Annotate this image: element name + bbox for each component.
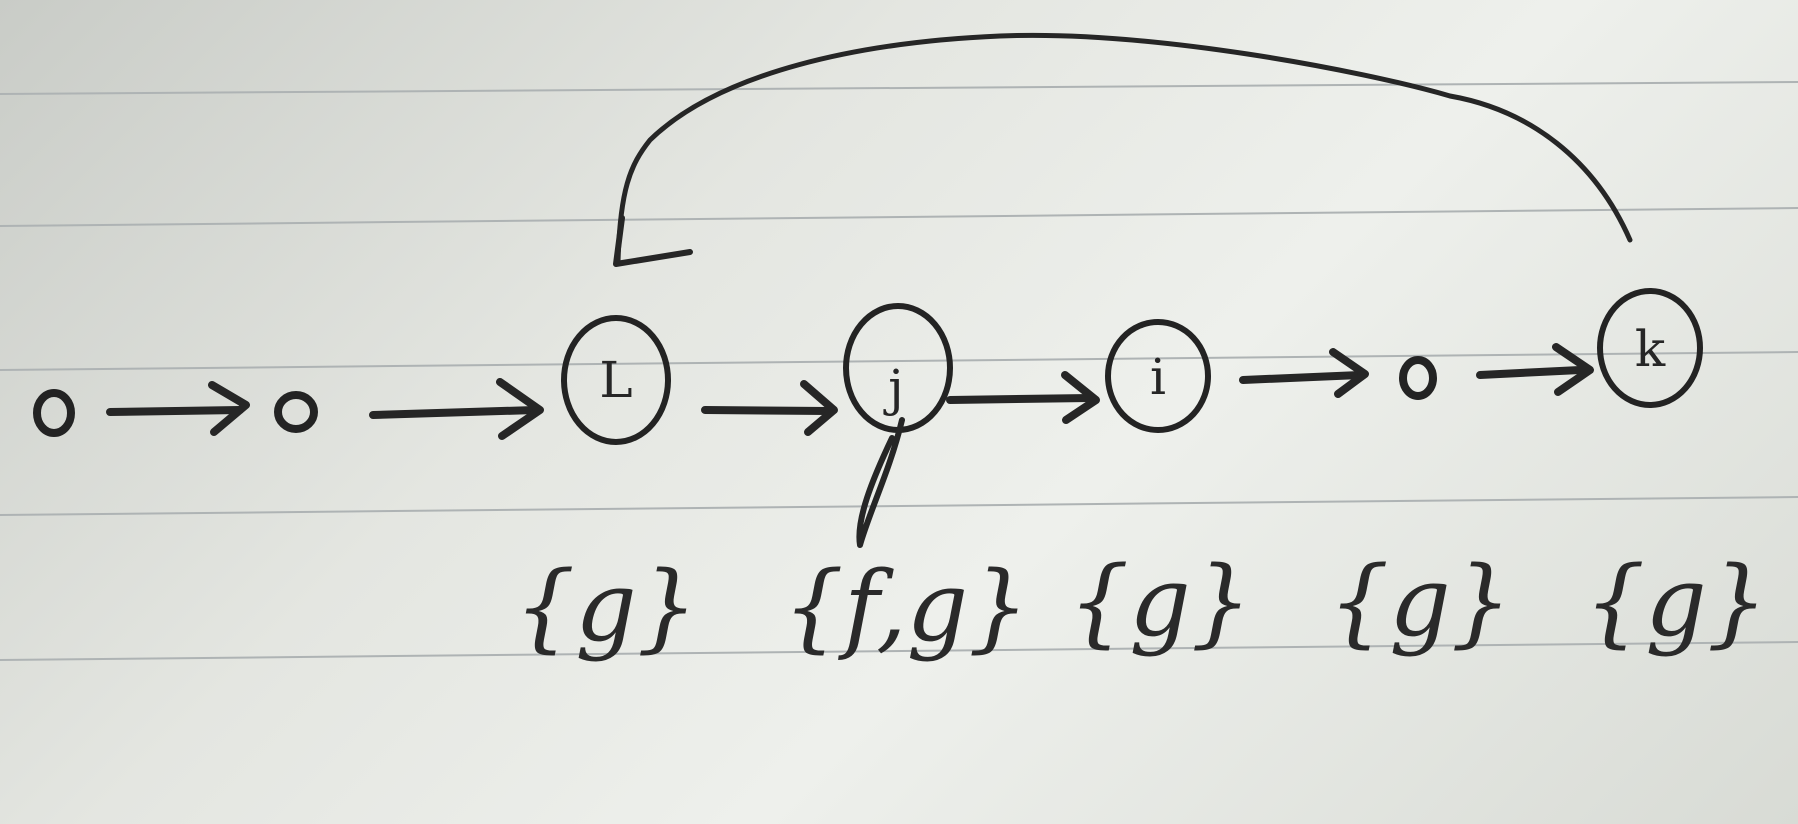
set-under-k: {g} (1584, 546, 1768, 658)
node-l: L (561, 315, 671, 445)
node-between-i-k (1399, 356, 1437, 400)
node-i-label: i (1150, 348, 1166, 406)
back-edge-k-to-l (615, 32, 1633, 265)
node-j-label: j (883, 359, 904, 417)
ruled-lines (0, 81, 1798, 661)
node-l-label: L (599, 351, 632, 409)
set-under-i: {g} (1068, 546, 1252, 658)
back-edge-arrowhead (613, 215, 693, 267)
node-j: j (843, 303, 953, 548)
set-under-l: {g} (514, 551, 698, 663)
node-i: i (1105, 319, 1211, 433)
edge-j-to-i (946, 371, 1100, 424)
node-start (33, 389, 75, 437)
set-under-j: {f,g} (783, 551, 1029, 663)
edge-second-to-l (369, 378, 544, 440)
node-k-label: k (1635, 320, 1666, 378)
edge-between-to-k (1476, 343, 1594, 396)
forward-edges (106, 343, 1594, 440)
edge-i-to-between (1239, 348, 1369, 398)
ink-smudge (856, 417, 905, 548)
node-k: k (1597, 288, 1703, 408)
edge-start-to-second (106, 381, 250, 436)
set-under-between-node: {g} (1328, 546, 1512, 658)
node-second (274, 391, 318, 433)
edge-l-to-j (701, 380, 838, 436)
